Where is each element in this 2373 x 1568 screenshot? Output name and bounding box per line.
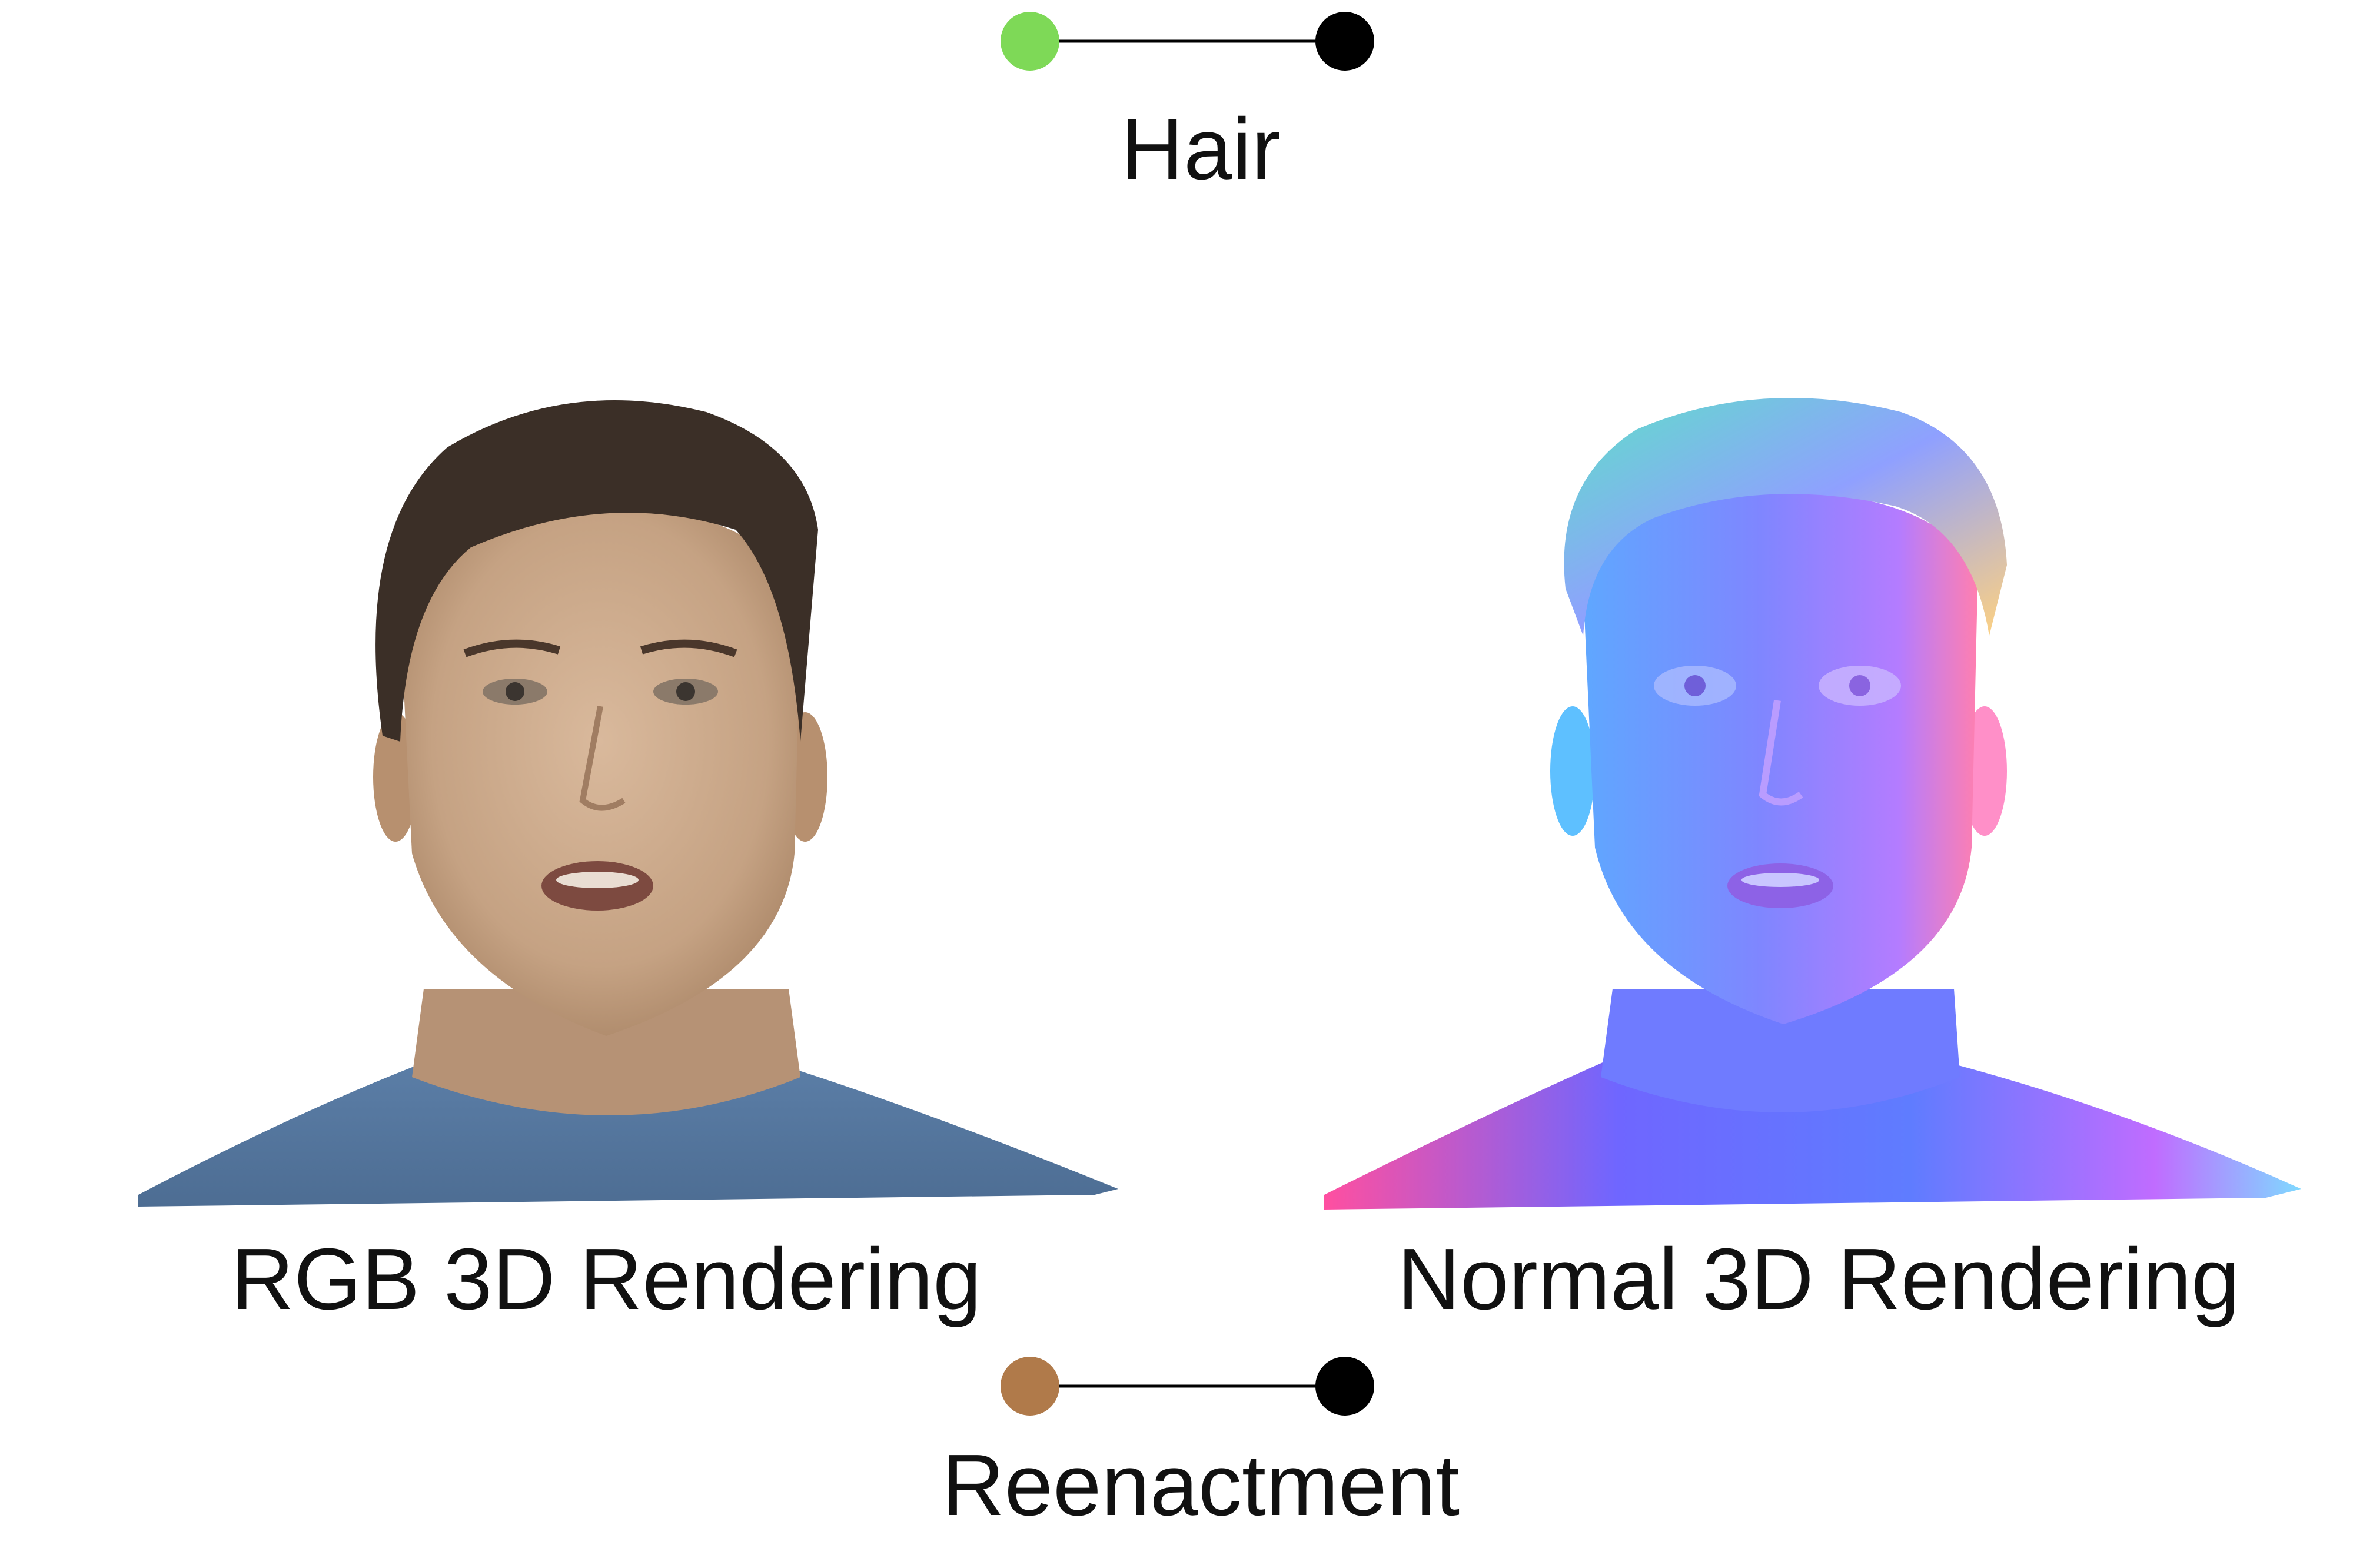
normal-render-image <box>1324 398 2301 1210</box>
hair-slider-end <box>1315 12 1374 71</box>
reenactment-slider-label: Reenactment <box>941 1437 1460 1534</box>
reenactment-slider-handle[interactable] <box>1001 1357 1059 1416</box>
hair-slider[interactable] <box>1001 12 1374 71</box>
normal-render-label: Normal 3D Rendering <box>1397 1231 2240 1328</box>
reenactment-slider-end <box>1315 1357 1374 1416</box>
reenactment-slider[interactable] <box>1001 1357 1374 1416</box>
rgb-render-label: RGB 3D Rendering <box>231 1231 982 1328</box>
rgb-render-image <box>138 400 1118 1207</box>
hair-slider-handle[interactable] <box>1001 12 1059 71</box>
hair-slider-label: Hair <box>1121 101 1281 198</box>
